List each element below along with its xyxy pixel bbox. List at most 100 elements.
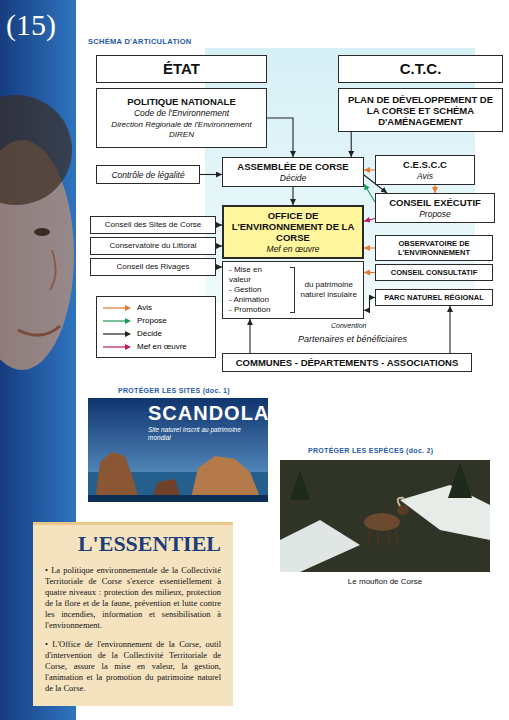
legend-text: Décide — [137, 329, 162, 339]
box-text: Conservatoire du Littoral — [95, 241, 211, 251]
box-subtext: Mef en œuvre — [228, 244, 358, 254]
panel-heading: L'ESSENTIEL — [45, 531, 221, 557]
page-number: (15) — [6, 8, 56, 42]
box-text: ASSEMBLÉE DE CORSE — [227, 161, 359, 172]
process-box: POLITIQUE NATIONALECode de l'Environneme… — [96, 88, 267, 148]
poster-title: SCANDOLA — [148, 402, 269, 424]
legend-arrowhead — [125, 305, 131, 311]
box-subtext: Propose — [380, 209, 490, 219]
legend-swatch — [103, 330, 131, 338]
item-column: - Mise en valeur- Gestion- Animation- Pr… — [229, 265, 285, 315]
box-subtext: Code de l'Environnement — [101, 108, 262, 118]
legend-line — [103, 346, 125, 347]
mouflon-photo-part — [398, 498, 404, 506]
label-slot: Partenaires et bénéficiaires — [290, 334, 415, 345]
panel-paragraph: • L'Office de l'environnement de la Cors… — [45, 639, 221, 694]
list-item: - Mise en valeur — [229, 265, 285, 285]
section-label: PROTÉGER LES SITES (doc. 1) — [118, 386, 230, 395]
legend-arrowhead — [125, 331, 131, 337]
mouflon-photo-part — [280, 460, 490, 572]
label-slot: PROTÉGER LES SITES (doc. 1) — [118, 386, 230, 395]
mouflon-photo-part — [397, 505, 409, 515]
group-label: Partenaires et bénéficiaires — [290, 334, 415, 345]
legend-line — [103, 320, 125, 321]
mouflon-photo-part — [448, 462, 472, 498]
process-box: Contrôle de légalité — [96, 165, 200, 184]
label-slot: (15) — [6, 8, 56, 42]
legend-row: Propose — [103, 314, 209, 327]
legend-line — [103, 307, 125, 308]
panel-paragraph: • La politique environnementale de la Co… — [45, 565, 221, 631]
box-subtext: Direction Régionale de l'Environnement D… — [101, 120, 262, 140]
box-text: OFFICE DE L'ENVIRONNEMENT DE LA CORSE — [228, 210, 358, 243]
process-box: PLAN DE DÉVELOPPEMENT DE LA CORSE ET SCH… — [338, 88, 503, 132]
process-box: CONSEIL CONSULTATIF — [375, 264, 493, 281]
legend-box: AvisProposeDécideMef en œuvre — [96, 296, 216, 358]
legend-row: Avis — [103, 301, 209, 314]
box-subtext: Décide — [227, 173, 359, 183]
list-item: - Gestion — [229, 285, 285, 295]
label-slot: Convention — [330, 321, 367, 330]
poster-subtitle: Site naturel inscrit au patrimoine mondi… — [148, 426, 263, 442]
legend-row: Mef en œuvre — [103, 340, 209, 353]
connector — [434, 185, 435, 193]
legend-line — [103, 333, 125, 334]
connector — [267, 118, 293, 157]
label-slot: SCANDOLA — [148, 402, 269, 424]
box-text: Conseil des Sites de Corse — [95, 220, 211, 230]
mouflon-photo — [280, 460, 490, 572]
legend-swatch — [103, 343, 131, 351]
process-box: COMMUNES - DÉPARTEMENTS - ASSOCIATIONS — [222, 353, 472, 372]
connector — [200, 174, 222, 175]
label-slot: Le mouflon de Corse — [280, 577, 490, 587]
box-text: CONSEIL EXÉCUTIF — [380, 197, 490, 208]
section-label: PROTÉGER LES ESPÈCES (doc. 2) — [308, 446, 433, 455]
box-text: OBSERVATOIRE DE L'ENVIRONNEMENT — [380, 239, 488, 257]
entity-box: C.T.C. — [338, 55, 503, 83]
entity-box: ÉTAT — [96, 55, 267, 83]
legend-arrowhead — [125, 318, 131, 324]
box-text: Conseil des Rivages — [95, 262, 211, 272]
connector — [364, 184, 375, 202]
side-band-part — [0, 95, 72, 205]
label-slot: Site naturel inscrit au patrimoine mondi… — [148, 426, 263, 442]
list-target: du patrimoine naturel insulaire — [300, 280, 357, 300]
photo-caption: Le mouflon de Corse — [280, 577, 490, 587]
diagram-title: SCHÉMA D'ARTICULATION — [88, 37, 192, 46]
mouflon-photo-part — [280, 520, 360, 572]
label-slot: SCHÉMA D'ARTICULATION — [88, 37, 192, 46]
box-text: C.T.C. — [343, 60, 498, 78]
box-text: PARC NATUREL RÉGIONAL — [380, 293, 488, 302]
legend-swatch — [103, 317, 131, 325]
process-box: OBSERVATOIRE DE L'ENVIRONNEMENT — [375, 235, 493, 261]
scandola-photo-part — [95, 452, 140, 502]
side-band-part — [18, 326, 60, 335]
scandola-photo-part — [88, 495, 268, 502]
box-text: C.E.S.C.C — [380, 159, 470, 170]
connector — [364, 272, 375, 273]
box-text: COMMUNES - DÉPARTEMENTS - ASSOCIATIONS — [227, 357, 467, 368]
list-item: - Animation — [229, 295, 285, 305]
legend-swatch — [103, 304, 131, 312]
connector — [364, 219, 375, 222]
connector — [292, 187, 293, 205]
box-text: POLITIQUE NATIONALE — [101, 96, 262, 107]
legend-row: Décide — [103, 327, 209, 340]
box-text: PLAN DE DÉVELOPPEMENT DE LA CORSE ET SCH… — [343, 94, 498, 127]
connector — [249, 319, 250, 353]
box-subtext: Avis — [380, 171, 470, 181]
side-band-part — [34, 228, 50, 236]
box-text: ÉTAT — [101, 60, 262, 78]
summary-panel: L'ESSENTIEL • La politique environnementa… — [33, 522, 233, 706]
side-band-part — [50, 250, 56, 290]
box-text: Contrôle de légalité — [101, 170, 195, 180]
process-box: Conseil des Sites de Corse — [90, 216, 216, 234]
connector — [364, 247, 375, 248]
legend-arrowhead — [125, 344, 131, 350]
edge-label: Convention — [330, 321, 367, 330]
list-item: - Promotion — [229, 305, 285, 315]
legend-text: Propose — [137, 316, 167, 326]
mouflon-photo-part — [368, 528, 398, 546]
